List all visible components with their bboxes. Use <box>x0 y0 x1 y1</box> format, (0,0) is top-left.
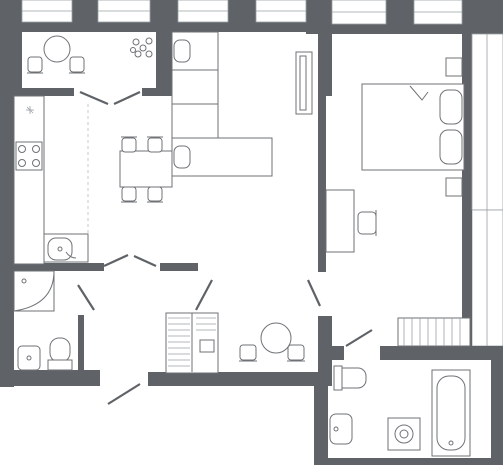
tv-icon <box>295 51 313 115</box>
wall-hall-top <box>160 263 198 271</box>
toilet-icon <box>47 337 73 371</box>
door-bedroom <box>307 279 321 307</box>
wall-bath-top <box>380 346 503 360</box>
wall-balcony-bottom-left <box>14 88 74 96</box>
door-balcony-right <box>113 91 141 105</box>
star-mark <box>26 106 34 114</box>
door-kitchen <box>103 254 129 267</box>
wall-bedroom-left <box>318 96 326 272</box>
wall-bath-left-lower <box>314 386 328 465</box>
dining-table <box>119 150 173 188</box>
chair-icon <box>147 136 163 153</box>
chair-icon <box>147 186 163 203</box>
wall-top-main <box>162 22 332 32</box>
door-entrance <box>107 383 141 405</box>
sink-icon <box>329 413 353 445</box>
wall-bath-bottom <box>314 458 503 465</box>
wall-top-bedroom <box>332 24 472 34</box>
nightstand-bottom <box>445 177 463 197</box>
balcony <box>27 35 153 74</box>
bedroom <box>325 57 471 347</box>
chair-icon <box>287 344 305 362</box>
wardrobe <box>397 317 471 347</box>
wall-left <box>0 32 14 387</box>
door-bath <box>345 329 373 347</box>
bed-icon <box>361 83 465 171</box>
wall-bath-left <box>318 316 332 386</box>
doors <box>77 90 373 405</box>
wall-bath-right <box>491 360 503 465</box>
wall-pillar-1 <box>72 0 98 32</box>
wc <box>13 270 73 371</box>
chair-icon <box>239 344 257 362</box>
shower-icon <box>13 270 55 312</box>
plant-icon <box>130 37 153 58</box>
bedroom-desk <box>325 189 355 253</box>
door-balcony-left <box>79 90 109 106</box>
wall-balcony-right <box>156 32 172 96</box>
wall-left-balcony <box>14 32 22 94</box>
chair-icon <box>121 186 137 203</box>
door-kitchen-2 <box>133 254 157 268</box>
kitchen <box>13 95 173 265</box>
wall-top-left-pillar <box>0 0 22 32</box>
wall-right-lower <box>462 210 472 346</box>
balcony-table <box>43 35 71 63</box>
chair-icon <box>357 210 377 236</box>
kitchen-counter <box>13 95 45 265</box>
closet-hangers <box>168 317 216 367</box>
door-wc <box>77 284 95 311</box>
chair-icon <box>69 56 85 74</box>
living-room <box>165 31 313 374</box>
wall-hall-bottom <box>148 372 324 386</box>
wall-bath-top-stub <box>332 346 344 360</box>
sink-icon <box>17 345 41 371</box>
stove-icon <box>15 141 43 171</box>
sofa-icon <box>171 31 273 177</box>
chair-icon <box>121 136 137 153</box>
window-right-lower <box>471 209 503 347</box>
chair-icon <box>27 56 43 74</box>
wall-wc-right <box>78 315 84 370</box>
coffee-table <box>260 322 292 354</box>
sink-icon <box>43 233 89 263</box>
bathroom <box>329 365 471 457</box>
wall-kitchen-bottom <box>14 263 104 271</box>
nightstand-top <box>445 57 463 77</box>
window-right-bedroom <box>471 33 503 211</box>
washing-machine-icon <box>387 417 421 451</box>
wall-wc-bottom <box>14 370 100 386</box>
bathtub-icon <box>431 369 471 457</box>
toilet-icon <box>333 365 367 391</box>
wall-right-upper <box>462 34 472 210</box>
wall-bedroom-top <box>318 32 332 96</box>
door-hall-closet <box>195 279 213 311</box>
